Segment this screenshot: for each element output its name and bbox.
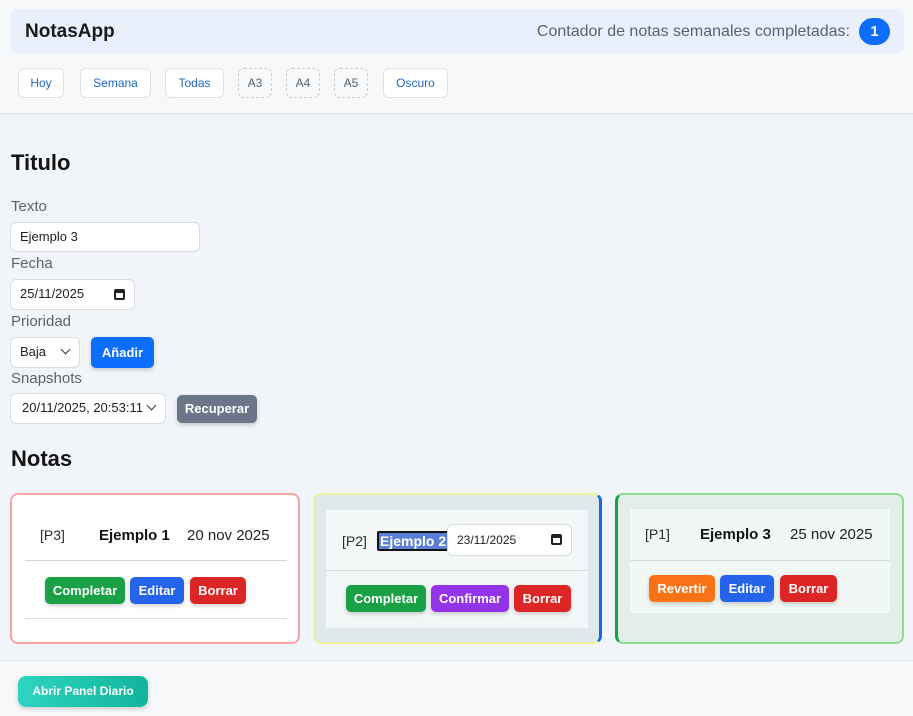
texto-input[interactable]: Ejemplo 3 [10,222,200,252]
note-date: 20 nov 2025 [187,527,270,544]
note-card: [P1] Ejemplo 3 25 nov 2025 Revertir Edit… [615,493,904,644]
snapshots-label: Snapshots [11,370,82,387]
prioridad-label: Prioridad [11,313,72,330]
note-card-body: [P1] Ejemplo 3 25 nov 2025 Revertir Edit… [630,509,890,613]
weekly-counter-label: Contador de notas semanales completadas: [536,23,850,40]
open-daily-panel-button[interactable]: Abrir Panel Diario [18,676,148,707]
app-header: NotasApp Contador de notas semanales com… [10,9,904,54]
delete-button[interactable]: Borrar [190,577,246,604]
delete-button[interactable]: Borrar [514,585,571,612]
revert-button[interactable]: Revertir [649,575,715,602]
size-a3-button[interactable]: A3 [238,68,272,98]
note-date-value: 23/11/2025 [457,533,517,547]
note-card: [P2] Ejemplo 2 23/11/2025 Completar Conf… [313,493,602,644]
fecha-label: Fecha [11,255,53,272]
prioridad-select[interactable]: Baja [10,337,80,368]
recover-button[interactable]: Recuperar [177,395,257,423]
top-bar: NotasApp Contador de notas semanales com… [0,0,913,114]
calendar-icon[interactable] [114,289,125,300]
size-a4-button[interactable]: A4 [286,68,320,98]
complete-button[interactable]: Completar [45,577,125,604]
filter-all-button[interactable]: Todas [165,68,224,98]
edit-button[interactable]: Editar [130,577,184,604]
size-a5-button[interactable]: A5 [334,68,368,98]
divider [326,570,588,571]
note-date: 25 nov 2025 [790,526,873,543]
note-card-body: [P2] Ejemplo 2 23/11/2025 Completar Conf… [326,510,588,628]
snapshots-select[interactable]: 20/11/2025, 20:53:11 [10,393,166,424]
calendar-icon[interactable] [551,534,562,545]
divider [630,560,890,561]
add-note-button[interactable]: Añadir [91,337,154,368]
delete-button[interactable]: Borrar [780,575,837,602]
confirm-button[interactable]: Confirmar [431,585,509,612]
note-card-body: [P3] Ejemplo 1 20 nov 2025 Completar Edi… [25,503,287,620]
divider [25,618,287,619]
fecha-value: 25/11/2025 [20,286,85,301]
form-title: Titulo [11,150,71,175]
snapshot-value: 20/11/2025, 20:53:11 [22,400,143,415]
bottom-bar: Abrir Panel Diario [0,660,913,716]
prioridad-value: Baja [20,344,47,359]
chevron-down-icon [146,400,157,411]
note-priority: [P2] [342,533,367,549]
filter-week-button[interactable]: Semana [80,68,151,98]
dark-mode-button[interactable]: Oscuro [383,68,448,98]
complete-button[interactable]: Completar [346,585,426,612]
note-priority: [P1] [645,526,670,542]
note-title: Ejemplo 3 [700,526,771,543]
texto-label: Texto [11,198,47,215]
filter-today-button[interactable]: Hoy [18,68,64,98]
notes-title: Notas [11,446,73,471]
fecha-date-input[interactable]: 25/11/2025 [10,279,135,310]
note-card: [P3] Ejemplo 1 20 nov 2025 Completar Edi… [10,493,300,644]
note-date-input[interactable]: 23/11/2025 [447,524,572,556]
chevron-down-icon [60,344,71,355]
note-title: Ejemplo 1 [99,527,170,544]
app-title: NotasApp [25,21,115,42]
divider [25,560,287,561]
weekly-counter-badge: 1 [859,18,890,45]
note-priority: [P3] [40,527,65,543]
note-title-edit-input[interactable]: Ejemplo 2 [377,531,450,551]
edit-button[interactable]: Editar [720,575,774,602]
